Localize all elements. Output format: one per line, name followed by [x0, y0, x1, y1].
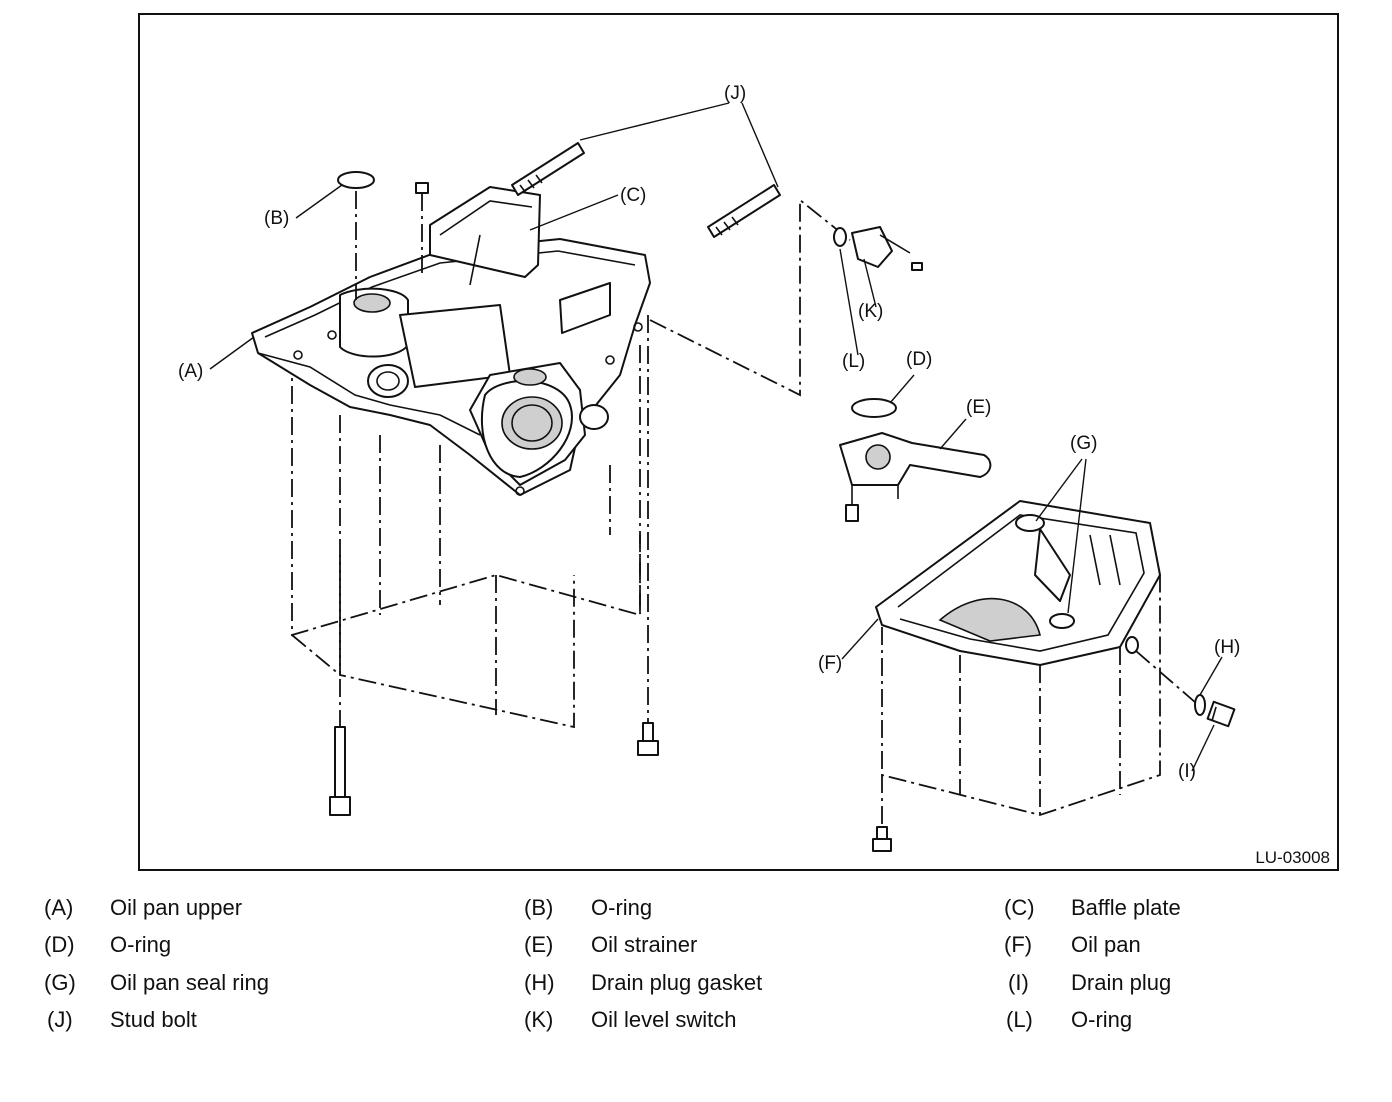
- stud-bolt-1: [511, 142, 585, 196]
- oil-level-switch: [833, 226, 923, 271]
- legend-code: (A): [44, 895, 74, 920]
- callout-c: (C): [620, 185, 646, 206]
- legend-code: (F): [1004, 932, 1033, 957]
- legend-name: Stud bolt: [110, 1007, 197, 1032]
- callout-g: (G): [1070, 433, 1097, 454]
- legend-row: (A) Oil pan upper (B) O-ring (C) Baffle …: [0, 895, 1392, 932]
- callout-h: (H): [1214, 637, 1240, 658]
- legend-code: (J): [47, 1007, 73, 1032]
- legend-name: Drain plug gasket: [591, 970, 763, 995]
- leader-lines: [209, 102, 1223, 772]
- legend-name: Drain plug: [1071, 970, 1172, 995]
- legend-code: (G): [44, 970, 76, 995]
- legend-code: (C): [1004, 895, 1035, 920]
- legend-name: O-ring: [1071, 1007, 1133, 1032]
- exploded-view-drawing: (A) (B) (C) (D) (E) (F) (G) (H) (I) (J) …: [178, 83, 1330, 867]
- legend-code: (D): [44, 932, 75, 957]
- callout-f: (F): [818, 653, 842, 674]
- callout-k: (K): [858, 301, 883, 322]
- legend-code: (L): [1006, 1007, 1033, 1032]
- legend-name: O-ring: [110, 932, 172, 957]
- baffle-plate: [429, 186, 611, 334]
- drain-plug: [1206, 700, 1236, 728]
- callout-d: (D): [906, 349, 932, 370]
- oil-pan-bolt: [872, 775, 892, 852]
- legend-name: Baffle plate: [1071, 895, 1181, 920]
- stud-bolt-2: [707, 184, 781, 238]
- o-ring-d: [851, 398, 897, 418]
- oil-strainer: [839, 432, 992, 522]
- oil-pan: [875, 500, 1161, 816]
- long-bolt: [329, 555, 351, 816]
- legend-name: Oil pan seal ring: [110, 970, 269, 995]
- legend-name: Oil pan: [1071, 932, 1141, 957]
- drain-phantom-line: [1135, 650, 1197, 704]
- figure-id: LU-03008: [1255, 848, 1330, 867]
- callout-l: (L): [842, 351, 865, 372]
- legend-code: (I): [1008, 970, 1029, 995]
- legend-name: Oil strainer: [591, 932, 698, 957]
- legend-name: Oil pan upper: [110, 895, 243, 920]
- callout-a: (A): [178, 361, 203, 382]
- callout-b: (B): [264, 208, 289, 229]
- legend-name: Oil level switch: [591, 1007, 737, 1032]
- drain-plug-gasket: [1194, 694, 1206, 716]
- legend-name: O-ring: [591, 895, 653, 920]
- strainer-phantom-line: [649, 198, 851, 397]
- o-ring-b: [337, 171, 375, 189]
- legend-row: (G) Oil pan seal ring (H) Drain plug gas…: [0, 970, 1392, 1007]
- baffle-bolt: [415, 182, 429, 275]
- legend-code: (E): [524, 932, 554, 957]
- short-bolt: [637, 315, 659, 756]
- callout-j: (J): [724, 83, 746, 104]
- oil-pan-upper-phantom: [291, 345, 641, 729]
- legend-code: (B): [524, 895, 554, 920]
- legend-row: (J) Stud bolt (K) Oil level switch (L) O…: [0, 1007, 1392, 1044]
- oil-pan-upper: [251, 238, 651, 496]
- legend-code: (H): [524, 970, 555, 995]
- exploded-view-figure: (A) (B) (C) (D) (E) (F) (G) (H) (I) (J) …: [138, 13, 1339, 871]
- legend-row: (D) O-ring (E) Oil strainer (F) Oil pan: [0, 932, 1392, 969]
- callout-i: (I): [1178, 761, 1196, 782]
- callout-e: (E): [966, 397, 991, 418]
- legend-code: (K): [524, 1007, 554, 1032]
